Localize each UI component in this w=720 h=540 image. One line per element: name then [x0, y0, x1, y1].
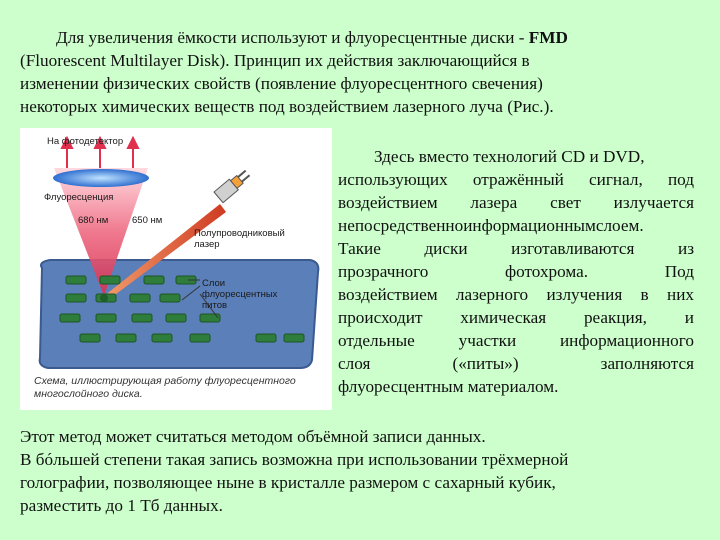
- bottom-line-1: Этот метод может считаться методом объём…: [20, 427, 486, 446]
- side-line-3: воздействием лазера свет излучается: [338, 193, 694, 212]
- fluorescent-pits: [59, 275, 305, 343]
- side-line-2: использующих отражённый сигнал, под: [338, 170, 694, 189]
- focus-point: [100, 294, 108, 302]
- label-650nm: 650 нм: [132, 215, 163, 226]
- side-line-4: непосредственноинформационнымслоем.: [338, 216, 644, 235]
- intro-line-3: изменении физических свойств (появление …: [20, 74, 543, 93]
- intro-line-1: Для увеличения ёмкости используют и флуо…: [56, 28, 568, 47]
- lens-shape: [53, 169, 149, 187]
- side-line-8: происходит химическая реакция, и: [338, 308, 694, 327]
- laser-emitter-icon: [213, 169, 251, 204]
- bottom-line-3: голографии, позволяющее ныне в кристалле…: [20, 473, 556, 492]
- side-line-11: флуоресцентным материалом.: [338, 377, 559, 396]
- side-line-7: воздействием лазерного излучения в них: [338, 285, 694, 304]
- fmd-diagram-svg: [38, 135, 320, 369]
- side-line-6: прозрачного фотохрома. Под: [338, 262, 694, 281]
- bottom-line-2: В бóльшей степени такая запись возможна …: [20, 450, 569, 469]
- fluorescence-cone: [54, 168, 148, 296]
- side-paragraph: Здесь вместо технологий CD и DVD, исполь…: [338, 145, 694, 398]
- intro-paragraph: Для увеличения ёмкости используют и флуо…: [20, 26, 702, 118]
- label-layers: Слои флуоресцентных питов: [202, 278, 278, 311]
- side-line-10: слоя («питы») заполняются: [338, 354, 694, 373]
- label-fluorescence: Флуоресценция: [44, 192, 114, 203]
- fmd-diagram: На фотодетектор Флуоресценция 680 нм 650…: [20, 128, 332, 410]
- label-laser: Полупроводниковый лазер: [194, 228, 285, 250]
- side-line-1: Здесь вместо технологий CD и DVD,: [374, 147, 645, 166]
- side-line-5: Такие диски изготавливаются из: [338, 239, 694, 258]
- bottom-paragraph: Этот метод может считаться методом объём…: [20, 425, 710, 517]
- laser-beam: [104, 204, 226, 300]
- intro-line-2: (Fluorescent Multilayer Disk). Принцип и…: [20, 51, 530, 70]
- intro-line-4: некоторых химических веществ под воздейс…: [20, 97, 554, 116]
- fmd-term: FMD: [528, 28, 568, 47]
- detector-arrows: [60, 135, 140, 168]
- bottom-line-4: разместить до 1 Тб данных.: [20, 496, 223, 515]
- label-detector: На фотодетектор: [47, 136, 124, 147]
- label-680nm: 680 нм: [78, 215, 109, 226]
- side-line-9: отдельные участки информационного: [338, 331, 694, 350]
- figure-caption: Схема, иллюстрирующая работу флуоресцент…: [34, 375, 296, 400]
- pointer-lines: [181, 279, 219, 319]
